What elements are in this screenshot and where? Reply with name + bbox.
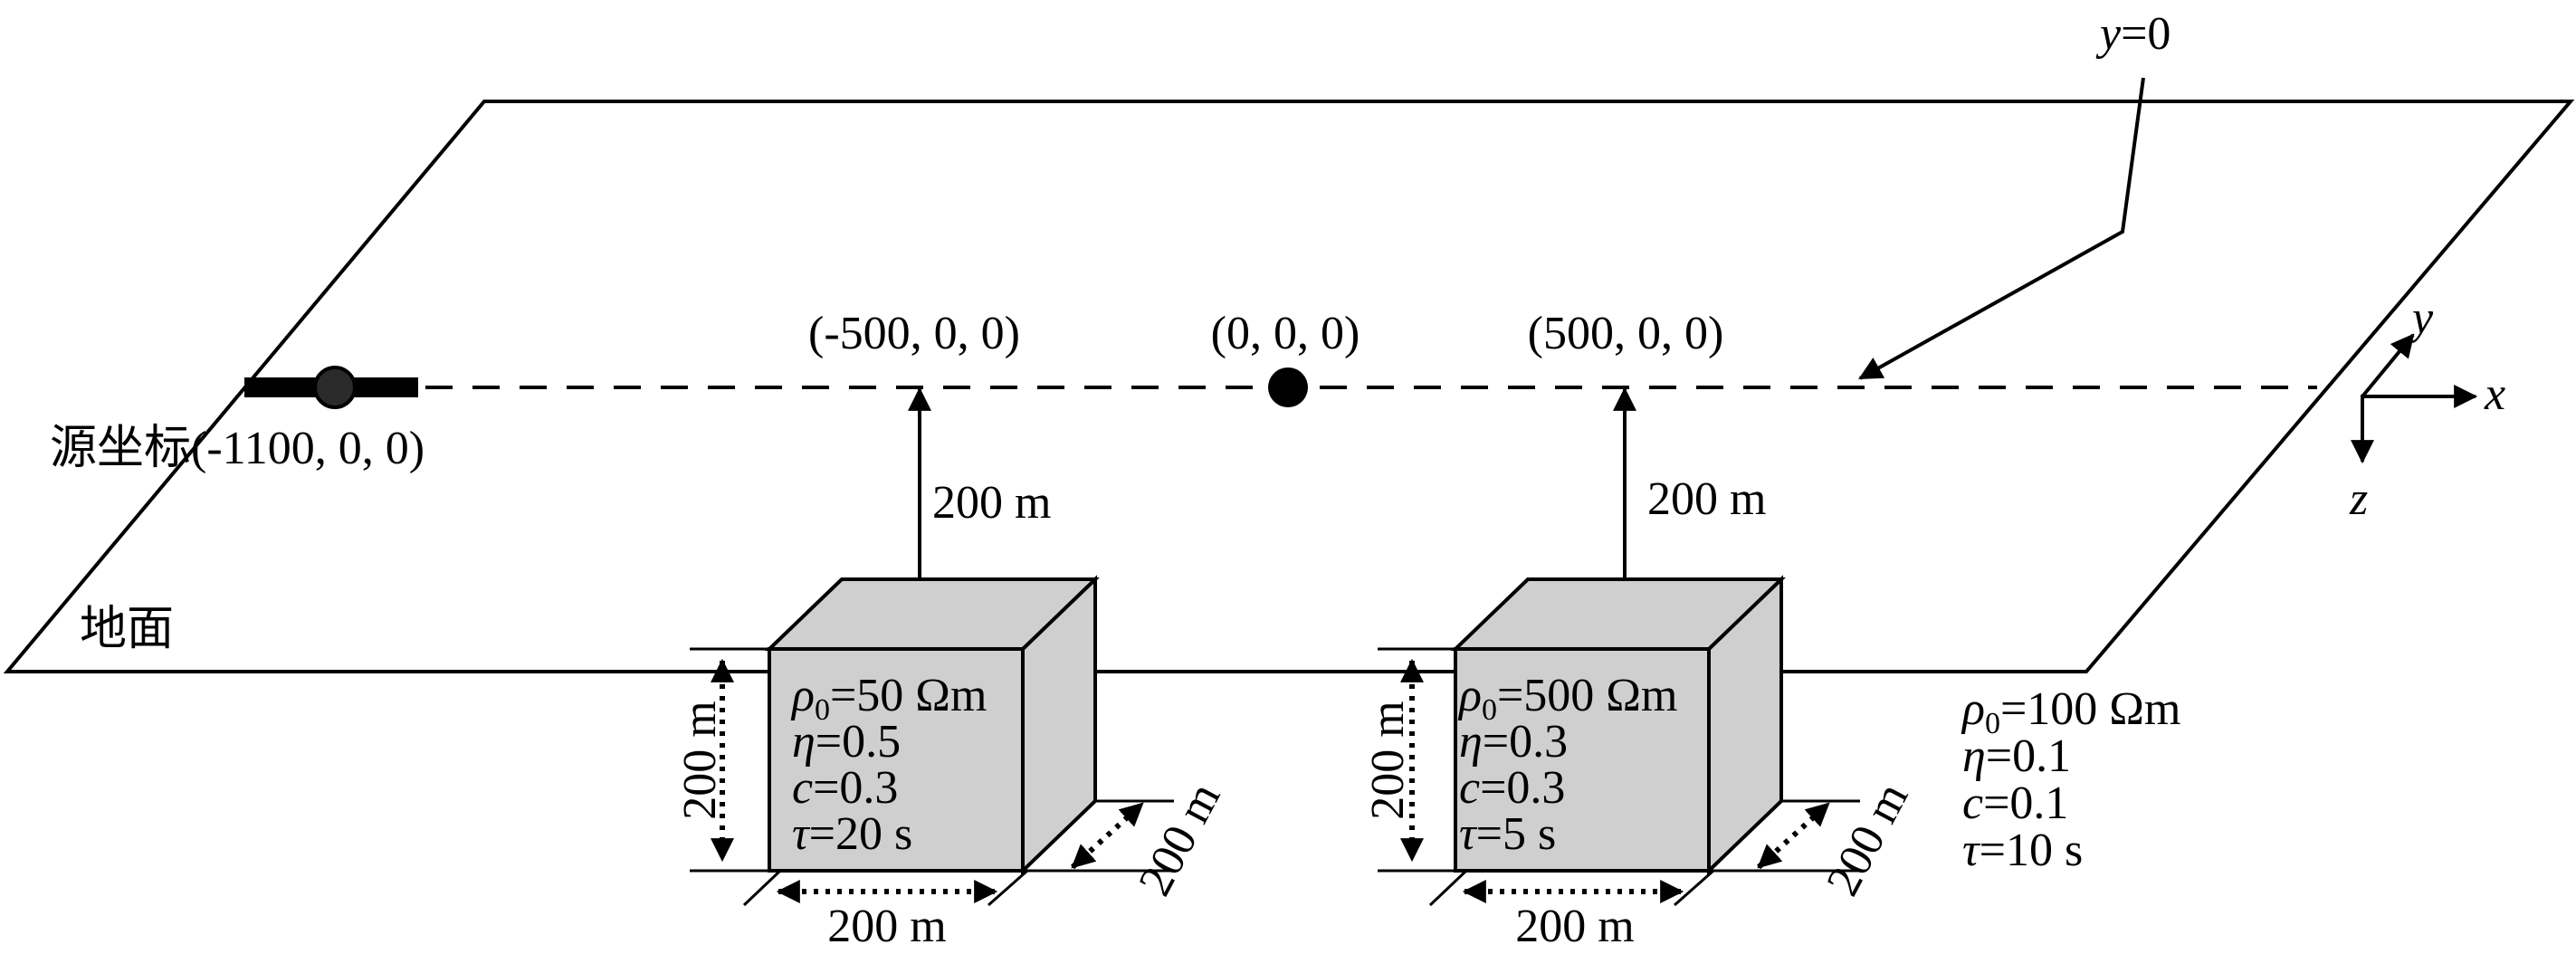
ground-plane xyxy=(3,100,2575,673)
background-c: c=0.1 xyxy=(1962,778,2068,829)
source-label: 源坐标(-1100, 0, 0) xyxy=(50,423,425,474)
depth-label-right: 200 m xyxy=(1647,473,1766,525)
block-right-width-ext-right xyxy=(1674,869,1714,907)
block-right-c: c=0.3 xyxy=(1459,762,1565,814)
depth-label-left: 200 m xyxy=(932,477,1051,529)
block-left-rho: ρ0=50 Ωm xyxy=(790,670,987,727)
source-dot xyxy=(313,366,357,409)
block-right-depth-dim xyxy=(1756,801,1831,870)
block-right-height-label: 200 m xyxy=(1362,701,1414,819)
y0-label: y=0 xyxy=(2095,8,2171,60)
ground-label: 地面 xyxy=(80,604,174,655)
y0-leader-line xyxy=(1858,77,2145,380)
block-left-eta: η=0.5 xyxy=(792,716,901,768)
z-axis-label: z xyxy=(2349,473,2368,525)
block-right-tau: τ=5 s xyxy=(1459,808,1556,860)
block-left xyxy=(765,575,1100,875)
block-left-height-label: 200 m xyxy=(674,701,726,819)
point-origin-label: (0, 0, 0) xyxy=(1211,308,1360,359)
block-left-depth-dim xyxy=(1070,801,1145,870)
point-left-label: (-500, 0, 0) xyxy=(808,308,1020,359)
block-left-c: c=0.3 xyxy=(792,762,898,814)
background-tau: τ=10 s xyxy=(1962,825,2083,876)
block-left-properties: ρ0=50 Ωm η=0.5 c=0.3 τ=20 s xyxy=(790,670,987,860)
block-right xyxy=(1451,575,1786,875)
block-left-tau: τ=20 s xyxy=(792,808,912,860)
block-right-properties: ρ0=500 Ωm η=0.3 c=0.3 τ=5 s xyxy=(1457,670,1677,860)
block-left-width-ext-right xyxy=(987,869,1028,907)
block-left-width-ext-left xyxy=(742,869,782,907)
point-right-label: (500, 0, 0) xyxy=(1528,308,1724,359)
background-rho: ρ0=100 Ωm xyxy=(1961,683,2180,740)
y-axis-arrow xyxy=(2361,333,2415,398)
block-right-depth-label: 200 m xyxy=(1817,775,1918,904)
x-axis-label: x xyxy=(2484,368,2505,420)
block-right-width-ext-left xyxy=(1428,869,1468,907)
background-eta: η=0.1 xyxy=(1962,730,2071,782)
block-right-eta: η=0.3 xyxy=(1459,716,1568,768)
block-right-width-label: 200 m xyxy=(1515,901,1634,952)
block-right-rho: ρ0=500 Ωm xyxy=(1457,670,1677,727)
block-left-width-label: 200 m xyxy=(827,901,946,952)
origin-dot xyxy=(1268,367,1308,407)
block-left-depth-label: 200 m xyxy=(1129,775,1230,904)
coordinate-axes: x y z xyxy=(2349,292,2505,525)
background-properties: ρ0=100 Ωm η=0.1 c=0.1 τ=10 s xyxy=(1961,683,2180,876)
y-axis-label: y xyxy=(2408,292,2434,344)
